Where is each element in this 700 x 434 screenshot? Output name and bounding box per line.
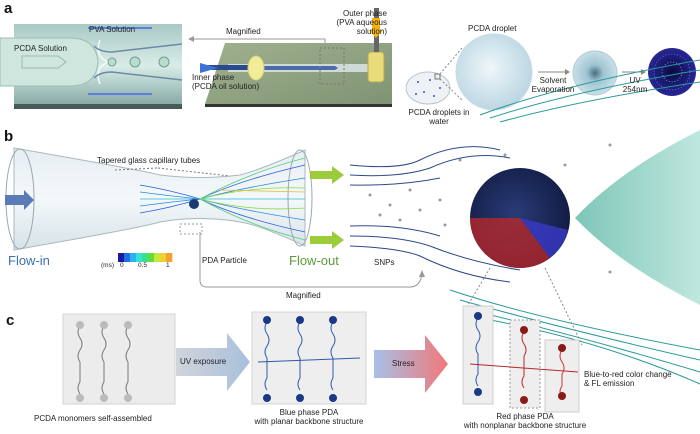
colorbar-tick-1: 1 [166, 262, 170, 269]
uv-line2: 254nm [622, 85, 648, 95]
colorbar-tick-0.5: 0.5 [138, 262, 148, 269]
colorbar-swatch [118, 253, 125, 262]
panel-letter-a: a [4, 0, 13, 17]
sphere-callout [464, 267, 583, 346]
flow-in-label: Flow-in [8, 253, 50, 268]
blue-phase-panel [251, 311, 367, 405]
red-phase-line1: Red phase PDA [496, 412, 554, 421]
color-change-label: Blue-to-red color change & FL emission [584, 370, 672, 388]
colorbar-swatch [124, 253, 131, 262]
inner-phase-line2: (PCDA oil solution) [192, 82, 260, 92]
pcda-droplet [455, 33, 533, 111]
droplets-line2: water [429, 117, 449, 127]
stress-label: Stress [392, 359, 415, 368]
pcda-solution-label: PCDA Solution [14, 44, 67, 53]
outer-phase-label: Outer phase (PVA aqueous solution) [317, 9, 387, 37]
pda-particle-label: PDA Particle [202, 256, 247, 265]
solvent-line1: Solvent [539, 76, 567, 85]
outer-phase-line1: Outer phase [342, 9, 387, 18]
colorbar-unit: (ms) [101, 262, 114, 269]
evaporated-particle [572, 50, 618, 96]
solvent-evaporation-label: Solvent Evaporation [528, 76, 578, 94]
pda-particle-dot [189, 199, 199, 209]
magnified-connector [199, 232, 425, 288]
flow-out-arrows [310, 166, 344, 249]
monomer-panel [62, 313, 176, 405]
blue-phase-line2: with planar backbone structure [254, 417, 364, 427]
microfluidic-device [200, 8, 392, 107]
teal-flow-lines [449, 59, 700, 385]
red-phase-label: Red phase PDA with nonplanar backbone st… [445, 412, 605, 430]
uv-exposure-arrow [176, 333, 250, 391]
panel-letter-b: b [4, 128, 14, 145]
stress-arrow [374, 335, 448, 393]
pva-solution-label: PVA Solution [89, 25, 136, 34]
streamlines [139, 157, 306, 241]
red-phase-line2: with nonplanar backbone structure [463, 421, 587, 431]
outer-phase-line2: (PVA aqueous [336, 18, 387, 28]
magnified-label-b: Magnified [286, 291, 321, 300]
snps-label: SNPs [374, 258, 395, 267]
petri-dish [405, 47, 463, 105]
droplets-in-water-label: PCDA droplets in water [394, 108, 484, 126]
snps-particles [368, 143, 612, 274]
colorbar-swatch [136, 253, 143, 262]
pda-particle-callout [179, 223, 203, 235]
capillary-tip [575, 130, 700, 305]
solvent-evaporation-arrow [538, 69, 570, 75]
magnified-label-a: Magnified [226, 27, 261, 36]
flow-out-label: Flow-out [289, 253, 339, 268]
inflow-streamlines [349, 146, 521, 283]
colorbar-swatch [160, 253, 167, 262]
magnified-channel-illustration [0, 24, 183, 109]
flow-in-arrow [5, 190, 34, 210]
colorbar-swatch [166, 253, 173, 262]
colorbar-tick-0: 0 [120, 262, 124, 269]
outer-phase-line3: solution) [356, 27, 387, 37]
pda-sphere-stress [470, 168, 570, 268]
monomers-label: PCDA monomers self-assembled [34, 414, 152, 423]
blue-phase-line1: Blue phase PDA [279, 408, 339, 417]
uv-254-label: UV 254nm [620, 76, 650, 94]
uv-exposure-label: UV exposure [180, 357, 227, 366]
color-change-line1: Blue-to-red color change [584, 370, 672, 379]
tapered-capillary-label: Tapered glass capillary tubes [97, 156, 201, 165]
uv-line1: UV [629, 76, 641, 85]
colorbar [118, 253, 173, 262]
blue-phase-label: Blue phase PDA with planar backbone stru… [234, 408, 384, 426]
colorbar-swatch [154, 253, 161, 262]
colorbar-swatch [142, 253, 149, 262]
red-phase-panels [462, 305, 580, 413]
inner-phase-line1: Inner phase [192, 73, 235, 82]
inner-phase-label: Inner phase (PCDA oil solution) [192, 73, 259, 91]
color-change-line2: & FL emission [584, 379, 635, 389]
droplets-line1: PCDA droplets in [408, 108, 470, 117]
solvent-line2: Evaporation [531, 85, 575, 95]
pcda-droplet-label: PCDA droplet [468, 24, 517, 33]
panel-letter-c: c [6, 312, 15, 329]
colorbar-swatch [130, 253, 137, 262]
colorbar-swatch [148, 253, 155, 262]
